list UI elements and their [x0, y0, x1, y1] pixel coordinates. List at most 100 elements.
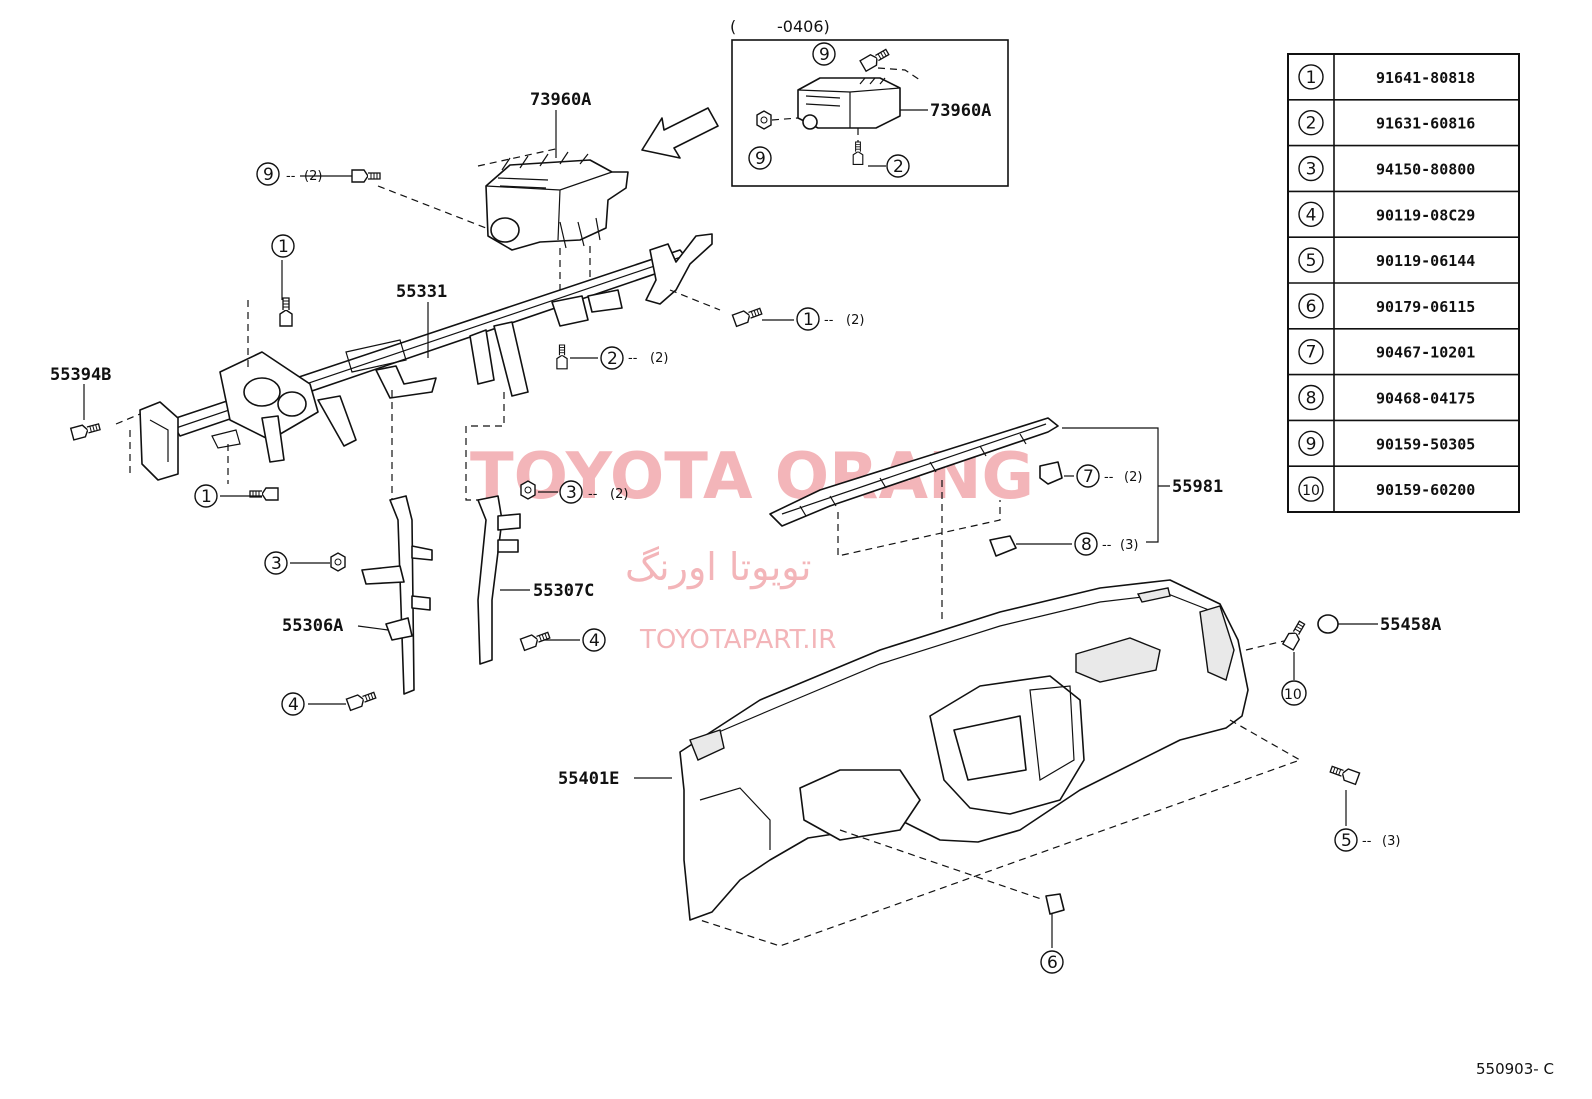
ref-circle-4-center: 4: [582, 628, 606, 652]
svg-text:8: 8: [1081, 535, 1092, 555]
label-reinforcement: 55331: [396, 282, 447, 302]
ref-circle-2: 2: [600, 346, 624, 370]
qty-8-dash: --: [1102, 538, 1112, 553]
ref-circle-4-left: 4: [281, 692, 305, 716]
svg-text:7: 7: [1083, 467, 1094, 487]
table-ref-number: 6: [1306, 297, 1317, 317]
table-ref-number: 8: [1306, 389, 1317, 409]
brace-55306A: [361, 495, 433, 695]
direction-arrow: [641, 107, 719, 159]
label-defroster: 55981: [1172, 477, 1223, 497]
table-ref-circle: [1298, 247, 1324, 273]
table-ref-circle: [1298, 155, 1324, 182]
table-ref-circle: [1298, 64, 1324, 90]
table-ref-circle: [1298, 339, 1324, 365]
ref-circle-2-inset: 2: [886, 154, 910, 178]
ref-circle-5: 5: [1334, 828, 1358, 852]
svg-text:4: 4: [288, 695, 299, 715]
table-ref-circle: [1298, 476, 1324, 502]
table-ref-number: 2: [1306, 114, 1317, 134]
qty-2-value: (2): [650, 351, 668, 366]
label-bracket-left: 55394B: [50, 365, 111, 385]
table-ref-circle: [1298, 384, 1324, 411]
table-part-number: 90467-10201: [1376, 344, 1475, 362]
qty-1-value: (2): [846, 313, 864, 328]
qty-9: --: [286, 169, 296, 184]
table-row: 3 94150-80800: [1298, 155, 1475, 182]
ref-circle-9-inset-left: 9: [748, 146, 772, 170]
qty-3-value: (2): [610, 487, 628, 502]
label-brace-c: 55307C: [533, 581, 594, 601]
watermark-persian: تویوتا اورنگ: [625, 545, 812, 590]
svg-text:1: 1: [278, 237, 289, 257]
inset-part-label: 73960A: [930, 101, 991, 121]
ref-circle-8: 8: [1074, 532, 1098, 556]
ref-circle-9: 9: [256, 162, 280, 186]
ref-circle-3-left: 3: [264, 551, 288, 575]
table-row: 2 91631-60816: [1298, 109, 1475, 136]
svg-text:9: 9: [263, 165, 274, 185]
table-ref-number: 4: [1306, 205, 1317, 225]
ref-circle-3-center: 3: [559, 480, 583, 504]
table-ref-circle: [1298, 430, 1324, 456]
table-row: 4 90119-08C29: [1298, 201, 1475, 228]
inset-range-value: -0406): [777, 17, 830, 36]
qty-7-value: (2): [1124, 470, 1142, 485]
label-airbag: 73960A: [530, 90, 591, 110]
brace-55307C: [477, 495, 521, 665]
table-part-number: 91631-60816: [1376, 115, 1475, 133]
leader-lines: [83, 110, 1378, 948]
ref-circle-1-top: 1: [271, 234, 295, 258]
svg-text:3: 3: [271, 554, 282, 574]
label-brace-a: 55306A: [282, 616, 343, 636]
svg-text:9: 9: [819, 45, 830, 65]
ref-circle-6: 6: [1040, 950, 1064, 974]
table-part-number: 94150-80800: [1376, 161, 1475, 179]
figure-code: 550903- C: [1476, 1060, 1554, 1078]
ref-circle-7: 7: [1076, 464, 1100, 488]
table-ref-circle: [1298, 109, 1324, 136]
svg-text:1: 1: [201, 487, 212, 507]
svg-text:10: 10: [1284, 687, 1302, 703]
table-part-number: 90119-06144: [1376, 252, 1475, 270]
svg-text:9: 9: [755, 149, 766, 169]
table-ref-number: 3: [1306, 160, 1317, 180]
qty-5-value: (3): [1382, 834, 1400, 849]
ref-circle-10: 10: [1281, 680, 1307, 706]
svg-text:1: 1: [803, 310, 814, 330]
table-part-number: 90119-08C29: [1376, 206, 1475, 224]
watermark: TOYOTA ORANG تویوتا اورنگ TOYOTAPART.IR: [470, 440, 1034, 655]
svg-text:3: 3: [566, 483, 577, 503]
svg-text:5: 5: [1341, 831, 1352, 851]
part-labels: 73960A 55331 55394B 55306A 55307C 55401E…: [50, 90, 1441, 789]
svg-text:2: 2: [607, 349, 618, 369]
table-part-number: 90179-06115: [1376, 298, 1475, 316]
svg-text:6: 6: [1047, 953, 1058, 973]
table-part-number: 90468-04175: [1376, 390, 1475, 408]
fasteners: [70, 169, 1361, 915]
qty-7-dash: --: [1104, 470, 1114, 485]
ref-circle-1-left: 1: [194, 484, 218, 508]
label-cushion: 55458A: [1380, 615, 1441, 635]
qty-3-dash: --: [588, 487, 598, 502]
table-ref-circle: [1298, 201, 1324, 228]
instrument-panel: [679, 579, 1302, 947]
ref-circle-9-inset-top: 9: [812, 42, 836, 66]
inset-range-open: (: [730, 17, 736, 36]
table-part-number: 90159-60200: [1376, 481, 1475, 499]
label-panel: 55401E: [558, 769, 619, 789]
defroster-nozzle: [769, 417, 1059, 620]
airbag-assembly: [377, 147, 629, 300]
qty-8-value: (3): [1120, 538, 1138, 553]
table-part-number: 90159-50305: [1376, 435, 1475, 453]
table-row: 8 90468-04175: [1298, 384, 1475, 411]
watermark-site: TOYOTAPART.IR: [639, 625, 836, 655]
qty-2-dash: --: [628, 351, 638, 366]
table-row: 6 90179-06115: [1298, 293, 1475, 319]
